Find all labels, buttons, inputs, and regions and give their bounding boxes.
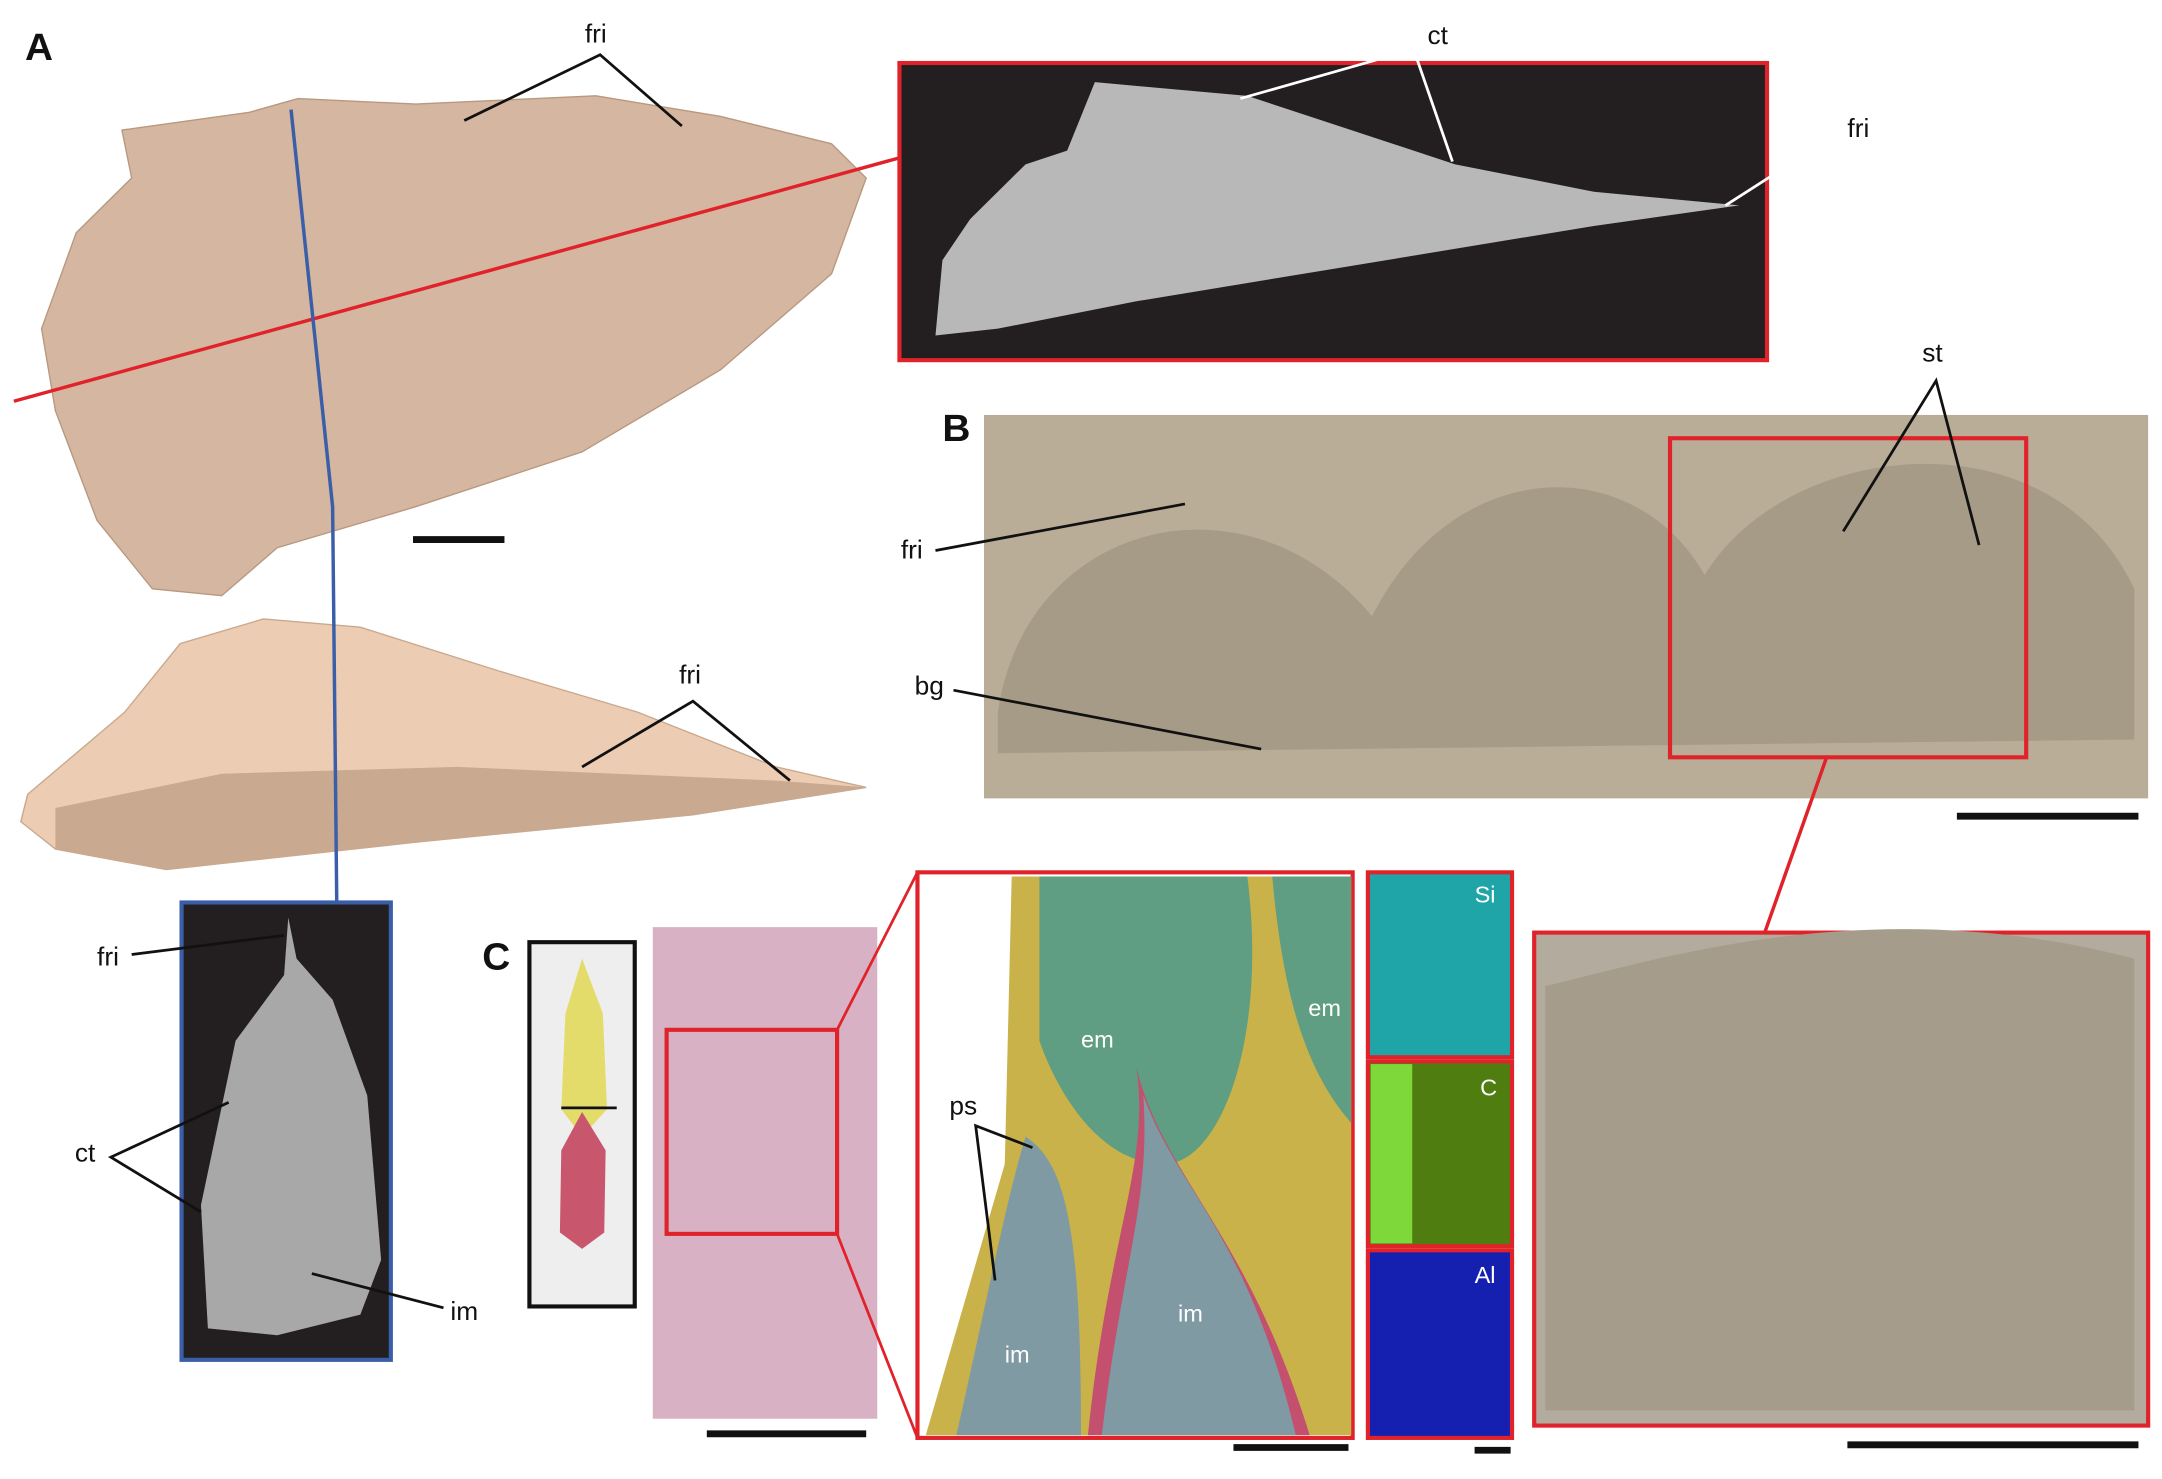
map-al <box>1365 1248 1515 1440</box>
connector-bottom <box>835 1233 919 1439</box>
thin-section-photo <box>652 927 878 1419</box>
frond-outlines <box>997 463 2135 754</box>
panel-a: A fri fri ct fri fri ct im <box>13 19 1869 1362</box>
label-fri-ct: fri <box>1847 113 1869 143</box>
leader-ct-cross <box>107 1101 230 1214</box>
panel-label-c: C <box>482 936 510 979</box>
map-si <box>1365 870 1515 1060</box>
im-region-2 <box>1101 1095 1296 1436</box>
schematic-upper-element <box>561 958 608 1137</box>
side-fracture-surface <box>55 766 867 870</box>
label-c: C <box>1480 1075 1497 1101</box>
label-ct: ct <box>1427 20 1448 50</box>
leader-ps <box>974 1123 1033 1281</box>
leader-fri-cross <box>131 933 285 956</box>
label-im-2: im <box>1178 1301 1203 1327</box>
label-fri-b: fri <box>901 535 923 565</box>
label-ct-cross: ct <box>75 1137 96 1167</box>
label-al: Al <box>1475 1262 1496 1288</box>
em-region-2 <box>1272 876 1352 1123</box>
section-line-red <box>13 155 902 403</box>
im-region-1 <box>956 1136 1081 1436</box>
panel-b: B fri bg st <box>901 338 2151 1449</box>
inset-frond <box>1545 929 2135 1411</box>
leader-fri <box>463 53 683 128</box>
panel-label-b: B <box>942 407 970 450</box>
label-em-1: em <box>1081 1027 1114 1053</box>
inset-box <box>1667 436 2029 760</box>
label-em-2: em <box>1308 995 1341 1021</box>
panel-label-a: A <box>25 26 53 69</box>
label-im-1: im <box>1005 1342 1030 1368</box>
panel-c: C em em im im ps Si C Al <box>482 870 1515 1454</box>
label-st: st <box>1922 338 1943 368</box>
inset-connector <box>1762 756 1829 935</box>
leader-ct <box>1239 47 1454 163</box>
leader-fri-ct <box>1724 128 1844 207</box>
ct-longitudinal-scan <box>935 82 1740 336</box>
label-bg: bg <box>915 670 944 700</box>
connector-top <box>835 871 919 1031</box>
label-fri-cross: fri <box>97 942 119 972</box>
label-ps: ps <box>949 1091 977 1121</box>
ct-cross-scan <box>200 917 382 1336</box>
leader-st <box>1842 377 1981 546</box>
map-c-bright-band <box>1370 1064 1413 1244</box>
leader-im-cross <box>311 1272 444 1310</box>
specimen-top-view <box>40 95 867 597</box>
section-line-blue <box>289 109 339 904</box>
em-region-1 <box>1039 876 1253 1165</box>
thin-section-inset-box <box>664 1027 840 1236</box>
leader-fri-side <box>581 699 791 782</box>
leader-bg <box>953 688 1262 751</box>
label-fri-side: fri <box>679 659 701 689</box>
label-im-cross: im <box>450 1296 478 1326</box>
leader-fri-b <box>935 502 1186 552</box>
schematic-lower-element <box>559 1111 606 1249</box>
label-si: Si <box>1475 882 1496 908</box>
label-fri: fri <box>585 19 607 49</box>
